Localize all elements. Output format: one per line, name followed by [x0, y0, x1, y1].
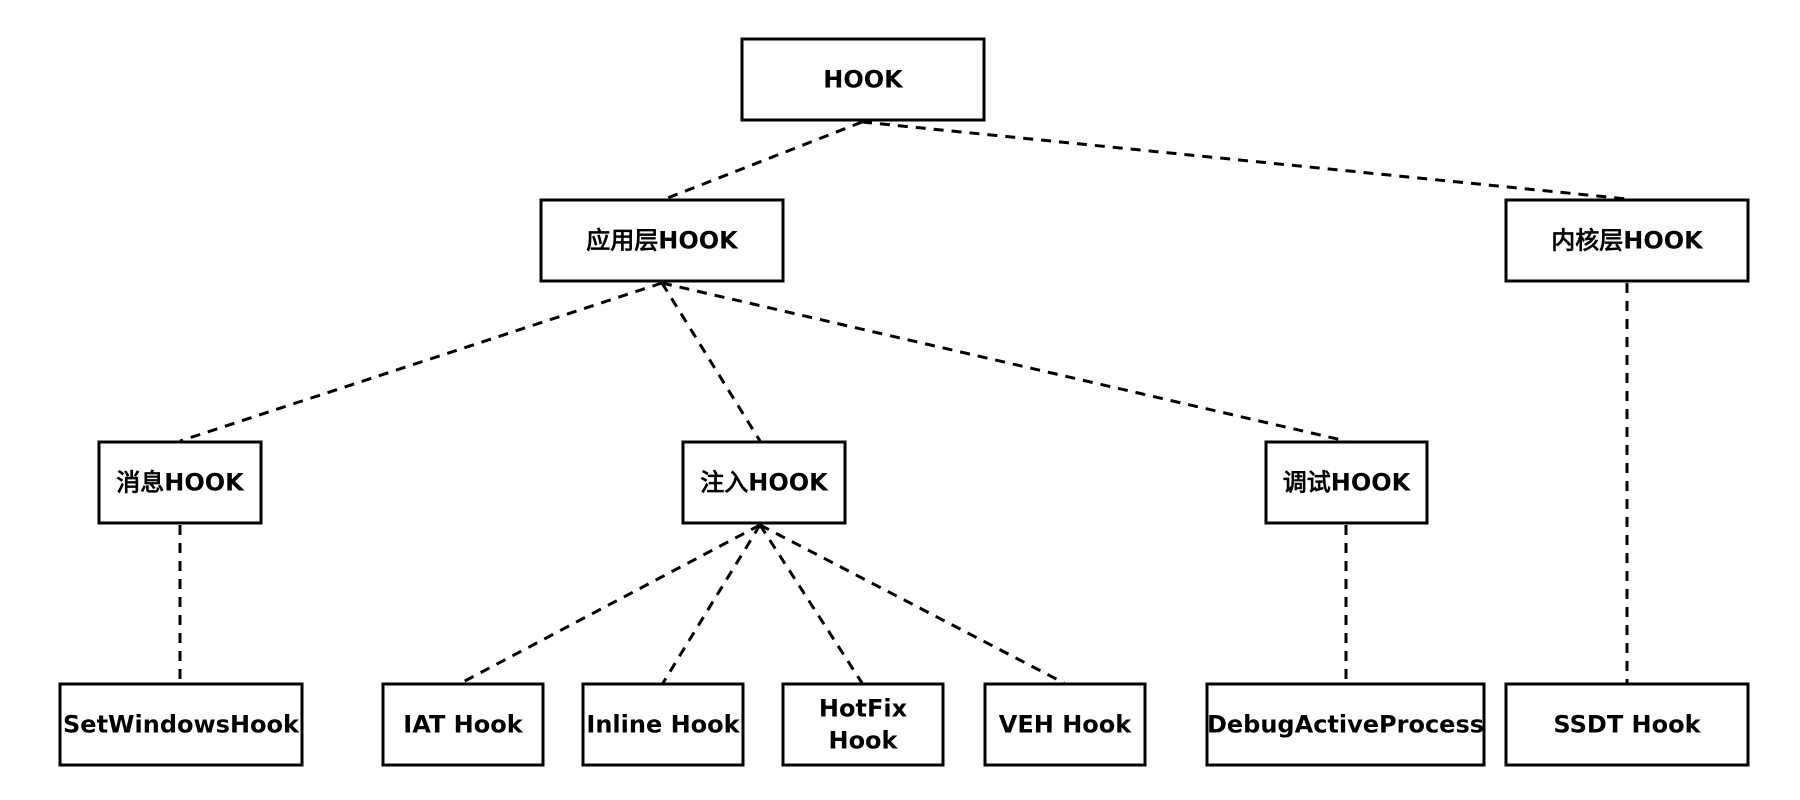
node-box-ssdt [1504, 682, 1750, 767]
edge-app-inject [660, 282, 762, 442]
node-label-inline: Inline Hook [586, 711, 740, 739]
node-box-kernel [1504, 198, 1750, 283]
edge-app-msg [179, 281, 663, 443]
edge-root-kernel [861, 120, 1628, 201]
node-label-iat: IAT Hook [403, 711, 523, 739]
node-box-dap [1205, 682, 1486, 767]
node-label-ssdt: SSDT Hook [1553, 711, 1701, 739]
node-label-veh: VEH Hook [999, 711, 1132, 739]
edge-app-debug [661, 281, 1347, 443]
node-debug: 调试HOOK [1264, 440, 1429, 525]
node-label-hotfix: Hook [828, 727, 898, 755]
node-label-app: 应用层HOOK [586, 227, 739, 255]
node-kernel: 内核层HOOK [1504, 198, 1750, 283]
node-label-dap: DebugActiveProcess [1207, 711, 1484, 739]
node-root: HOOK [740, 37, 986, 122]
edge-inject-hotfix [758, 524, 864, 684]
node-box-iat [381, 682, 545, 767]
node-ssdt: SSDT Hook [1504, 682, 1750, 767]
edge-inject-iat [460, 523, 761, 685]
node-box-inline [581, 682, 745, 767]
node-setwin: SetWindowsHook [58, 682, 304, 767]
node-box-app [539, 198, 785, 283]
node-label-msg: 消息HOOK [116, 469, 245, 497]
node-inline: Inline Hook [581, 682, 745, 767]
node-box-hotfix [781, 682, 945, 767]
node-inject: 注入HOOK [681, 440, 847, 525]
node-msg: 消息HOOK [97, 440, 263, 525]
node-box-root [740, 37, 986, 122]
node-label-hotfix: HotFix [819, 695, 908, 723]
edge-inject-inline [661, 524, 762, 684]
edge-inject-veh [759, 523, 1065, 685]
node-box-msg [97, 440, 263, 525]
node-box-debug [1264, 440, 1429, 525]
node-label-setwin: SetWindowsHook [63, 711, 300, 739]
node-box-setwin [58, 682, 304, 767]
node-label-root: HOOK [823, 66, 904, 94]
node-dap: DebugActiveProcess [1205, 682, 1486, 767]
edge-root-app [664, 120, 863, 201]
node-box-inject [681, 440, 847, 525]
node-iat: IAT Hook [381, 682, 545, 767]
node-veh: VEH Hook [983, 682, 1147, 767]
node-box-veh [983, 682, 1147, 767]
node-label-inject: 注入HOOK [700, 469, 829, 497]
nodes-layer: HOOK 应用层HOOK 内核层HOOK 消息HOOK 注入HOOK 调试HOOK SetW… [58, 37, 1750, 767]
node-label-kernel: 内核层HOOK [1551, 227, 1704, 255]
node-label-debug: 调试HOOK [1283, 469, 1412, 497]
edges-layer [178, 120, 1629, 685]
node-app: 应用层HOOK [539, 198, 785, 283]
